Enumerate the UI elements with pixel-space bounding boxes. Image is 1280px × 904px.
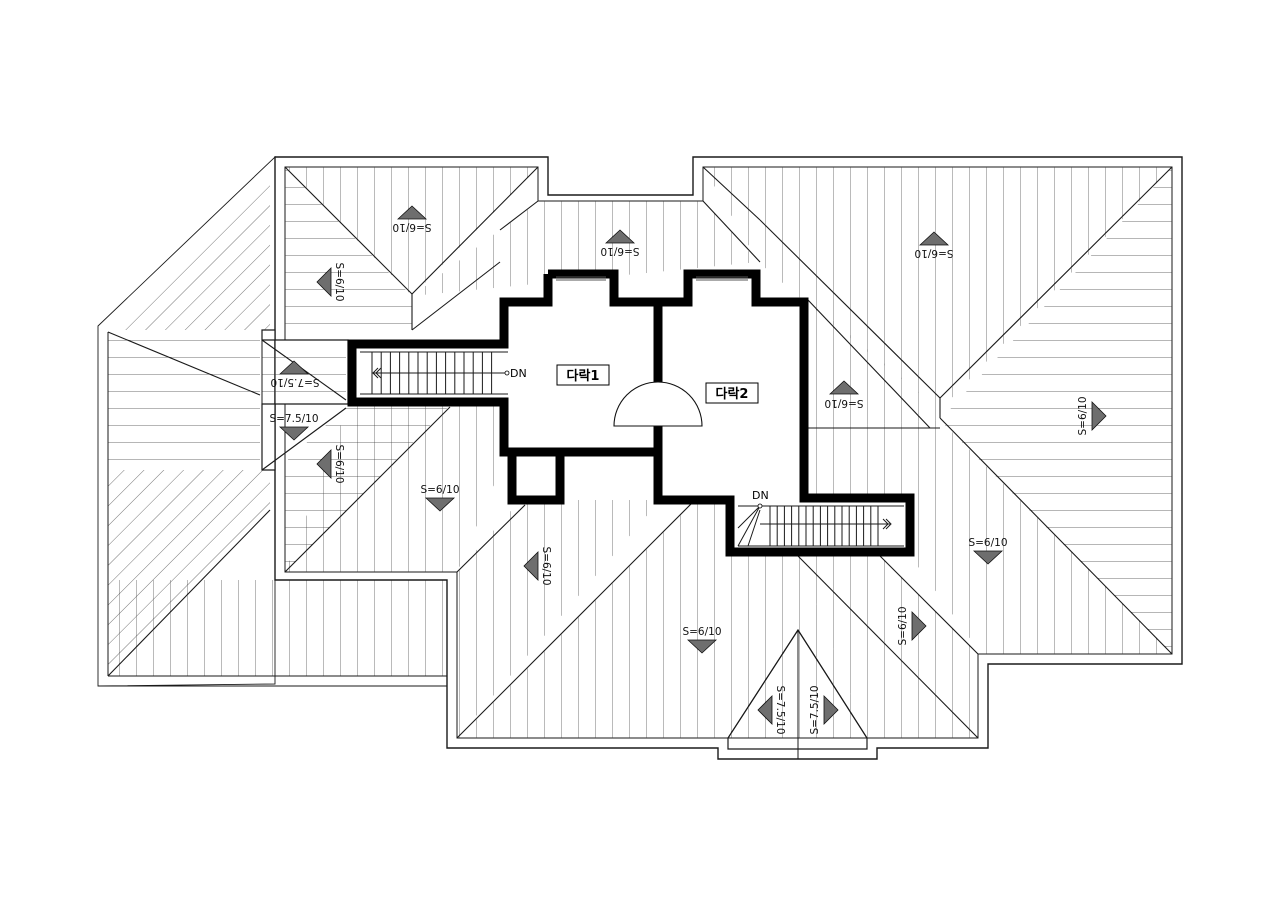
slope-marker-right-bottom-vertical: S=6/10: [897, 606, 927, 646]
left-stair-dn-label: DN: [510, 367, 527, 380]
svg-text:S=7.5/10: S=7.5/10: [809, 685, 821, 734]
slope-marker-center-lower-vertical: S=6/10: [523, 546, 552, 586]
svg-text:S=6/10: S=6/10: [824, 397, 863, 409]
slope-marker-top-right: S=6/10: [914, 231, 954, 259]
svg-text:S=6/10: S=6/10: [1077, 396, 1089, 435]
svg-text:다락2: 다락2: [716, 386, 749, 402]
svg-text:S=7.5/10: S=7.5/10: [269, 413, 318, 425]
chimney: [507, 447, 565, 505]
slope-marker-gable-right: S=7.5/10: [809, 685, 839, 735]
svg-text:S=7.5/10: S=7.5/10: [270, 376, 319, 388]
slope-marker-top-center: S=6/10: [600, 229, 640, 257]
slope-marker-left-dormer-top: S=7.5/10: [270, 360, 320, 388]
slope-marker-far-right: S=6/10: [1077, 396, 1107, 436]
slope-marker-bottom-center: S=6/10: [682, 626, 722, 654]
slope-marker-gable-left: S=7.5/10: [757, 685, 786, 735]
slope-marker-left-dormer-bottom: S=7.5/10: [269, 413, 319, 441]
svg-text:S=6/10: S=6/10: [420, 484, 459, 496]
svg-text:S=6/10: S=6/10: [968, 537, 1007, 549]
svg-text:S=6/10: S=6/10: [333, 262, 345, 301]
svg-text:S=6/10: S=6/10: [540, 546, 552, 585]
svg-text:S=6/10: S=6/10: [914, 247, 953, 259]
svg-text:S=6/10: S=6/10: [600, 245, 639, 257]
slope-marker-right-lower: S=6/10: [968, 537, 1008, 565]
svg-text:S=6/10: S=6/10: [392, 221, 431, 233]
left-stair: DN: [360, 351, 527, 395]
svg-text:S=7.5/10: S=7.5/10: [774, 685, 786, 734]
svg-text:S=6/10: S=6/10: [682, 626, 721, 638]
room-label-attic1: 다락1: [556, 364, 610, 386]
right-stair-dn-label: DN: [752, 489, 769, 502]
left-wing-roof: [97, 155, 455, 687]
right-stair: DN: [737, 489, 904, 547]
svg-text:S=6/10: S=6/10: [333, 444, 345, 483]
svg-text:다락1: 다락1: [567, 368, 600, 384]
slope-marker-top-left: S=6/10: [392, 205, 432, 233]
room-label-attic2: 다락2: [705, 382, 759, 404]
attic-hatch-arc: [613, 381, 703, 427]
slope-marker-left-upper: S=6/10: [316, 262, 345, 302]
slope-marker-left-lower: S=6/10: [316, 444, 345, 484]
slope-marker-center-left: S=6/10: [420, 484, 460, 512]
slope-marker-right-middle: S=6/10: [824, 380, 864, 409]
svg-text:S=6/10: S=6/10: [897, 606, 909, 645]
